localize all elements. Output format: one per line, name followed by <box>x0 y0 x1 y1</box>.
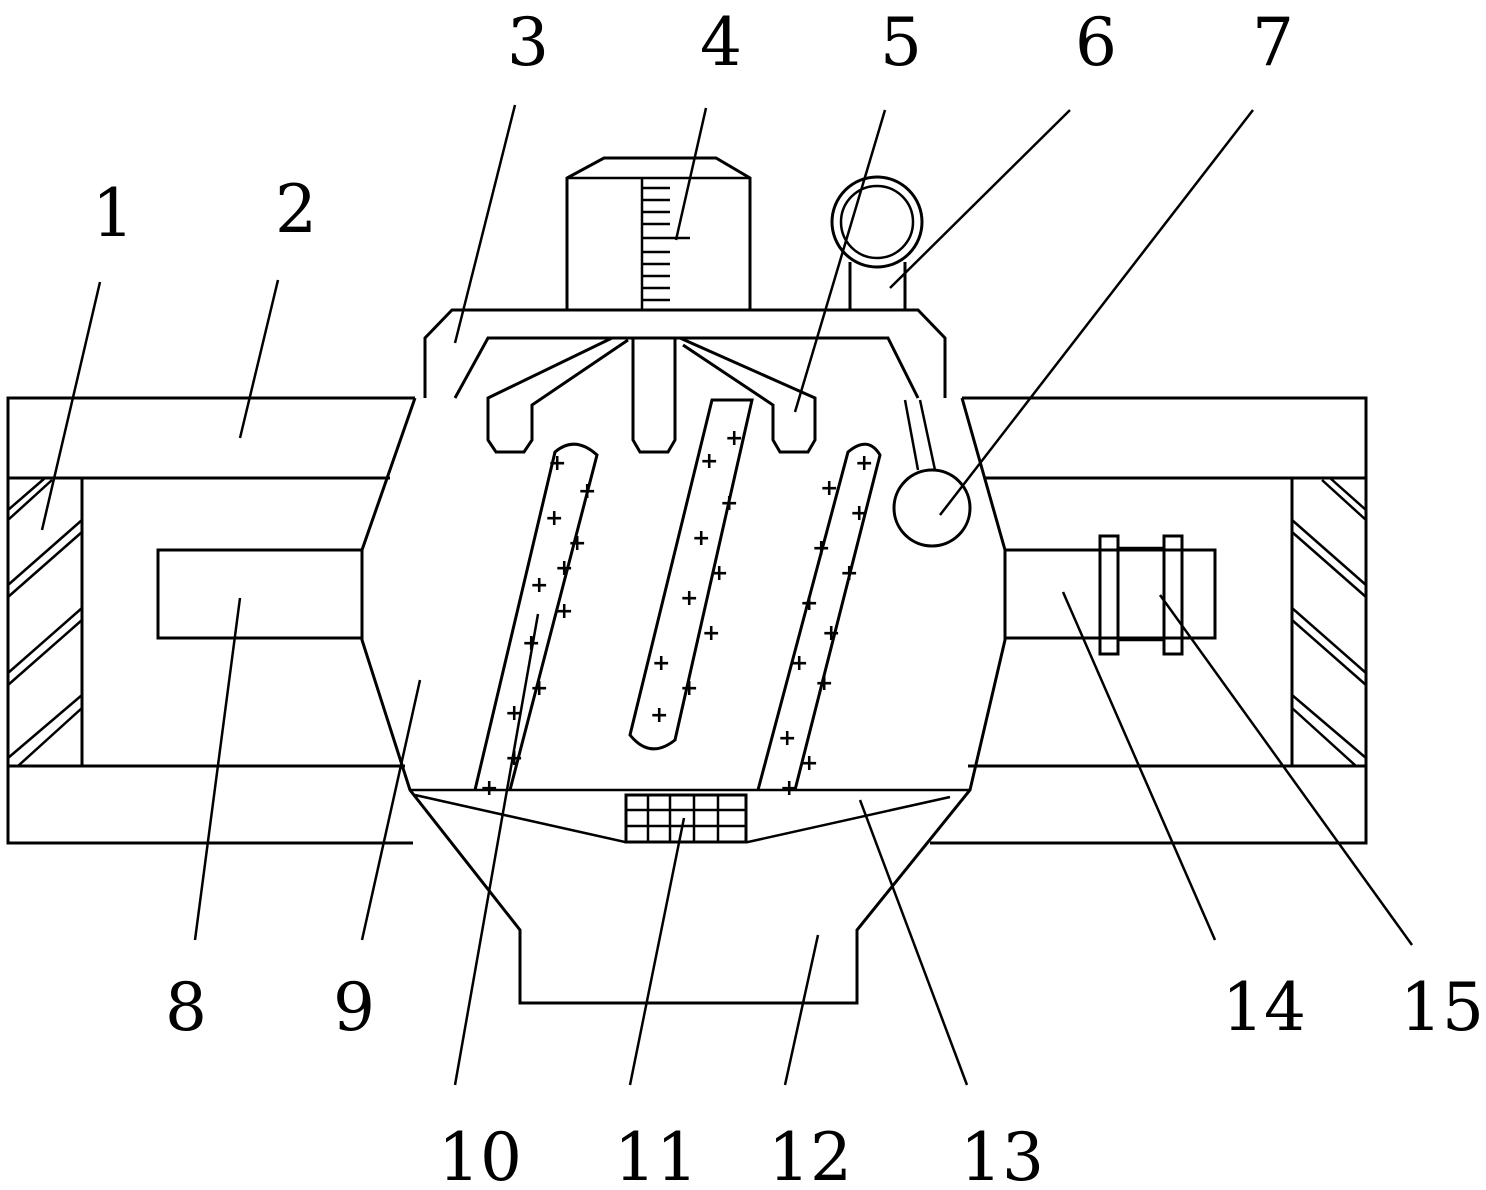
filter-grid <box>624 793 748 844</box>
svg-text:+: + <box>480 776 498 801</box>
svg-text:+: + <box>780 776 798 801</box>
feed-pipe <box>830 175 924 310</box>
svg-text:+: + <box>505 746 523 771</box>
label-10: 10 <box>438 1119 522 1190</box>
label-6: 6 <box>1075 4 1117 81</box>
coupling <box>1098 534 1184 656</box>
svg-text:+: + <box>555 599 573 624</box>
spray-nozzles <box>486 336 817 454</box>
svg-text:+: + <box>702 621 720 646</box>
svg-text:+: + <box>680 586 698 611</box>
svg-text:+: + <box>822 621 840 646</box>
label-13: 13 <box>960 1119 1044 1190</box>
label-8: 8 <box>165 969 207 1046</box>
left-hatch-pads <box>7 477 83 767</box>
svg-text:+: + <box>855 451 873 476</box>
svg-text:+: + <box>778 726 796 751</box>
label-12: 12 <box>768 1119 852 1190</box>
svg-text:+: + <box>680 676 698 701</box>
svg-text:+: + <box>555 556 573 581</box>
svg-text:+: + <box>720 491 738 516</box>
svg-text:+: + <box>568 531 586 556</box>
label-1: 1 <box>92 175 134 252</box>
svg-text:+: + <box>840 561 858 586</box>
sensor-ball <box>892 399 972 548</box>
label-7: 7 <box>1252 4 1294 81</box>
label-3: 3 <box>507 4 549 81</box>
label-2: 2 <box>275 171 317 248</box>
top-cap <box>423 308 947 399</box>
right-hatch-pads <box>1291 477 1367 767</box>
svg-text:+: + <box>578 479 596 504</box>
svg-text:+: + <box>530 676 548 701</box>
svg-text:+: + <box>815 671 833 696</box>
stirring-blades: ++ ++ ++ ++ ++ ++ ++ ++ ++ ++ ++ ++ ++ +… <box>473 398 882 801</box>
svg-text:+: + <box>700 449 718 474</box>
svg-text:+: + <box>530 573 548 598</box>
svg-text:+: + <box>800 591 818 616</box>
left-shaft <box>156 548 362 640</box>
svg-text:+: + <box>800 751 818 776</box>
scale-ticks <box>642 186 690 302</box>
svg-text:+: + <box>850 501 868 526</box>
svg-text:+: + <box>812 536 830 561</box>
label-14: 14 <box>1222 969 1306 1046</box>
label-11: 11 <box>614 1119 698 1190</box>
svg-text:+: + <box>692 526 710 551</box>
svg-text:+: + <box>820 476 838 501</box>
label-9: 9 <box>333 969 375 1046</box>
svg-text:+: + <box>790 651 808 676</box>
blade-markers: ++ ++ ++ ++ ++ ++ ++ ++ ++ ++ ++ ++ ++ +… <box>480 426 873 801</box>
right-shaft <box>1005 548 1217 640</box>
svg-text:+: + <box>710 561 728 586</box>
leader-lines <box>40 104 1414 1086</box>
label-15: 15 <box>1400 969 1484 1046</box>
motor-block <box>565 156 752 310</box>
svg-text:+: + <box>522 631 540 656</box>
label-5: 5 <box>880 4 922 81</box>
label-4: 4 <box>700 4 742 81</box>
outer-frame <box>6 396 1368 845</box>
svg-text:+: + <box>545 506 563 531</box>
svg-text:+: + <box>548 451 566 476</box>
svg-text:+: + <box>652 651 670 676</box>
svg-text:+: + <box>650 703 668 728</box>
svg-text:+: + <box>725 426 743 451</box>
part-labels: 1 2 3 4 5 6 7 8 9 10 11 12 13 14 15 <box>92 4 1484 1190</box>
